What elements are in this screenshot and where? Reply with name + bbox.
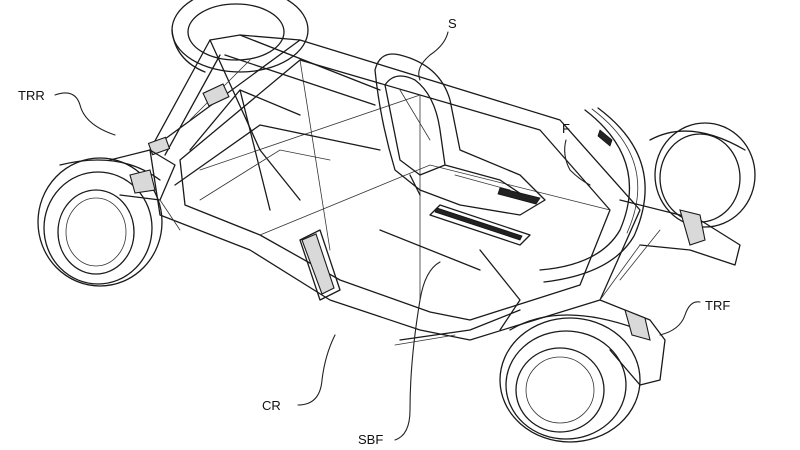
label-SBF: SBF xyxy=(358,432,383,447)
front-hoop xyxy=(539,107,646,283)
front-suspension xyxy=(599,199,741,386)
rear-suspension xyxy=(109,149,181,231)
floor-sills xyxy=(379,204,531,346)
label-CR: CR xyxy=(262,398,281,413)
seat xyxy=(374,53,546,216)
leader-TRR xyxy=(54,92,116,136)
rear-upper-wheel xyxy=(171,0,309,73)
leader-CR xyxy=(297,334,336,406)
label-F: F xyxy=(562,121,570,136)
rear-space-frame xyxy=(147,34,381,211)
label-S: S xyxy=(448,16,457,31)
label-TRF: TRF xyxy=(705,298,730,313)
leader-TRF xyxy=(659,301,701,336)
chassis-tub xyxy=(149,39,641,341)
leader-S xyxy=(418,31,449,81)
leader-F xyxy=(564,139,591,186)
label-TRR: TRR xyxy=(18,88,45,103)
leader-SBF xyxy=(394,261,441,441)
front-lower-wheel xyxy=(499,314,641,443)
